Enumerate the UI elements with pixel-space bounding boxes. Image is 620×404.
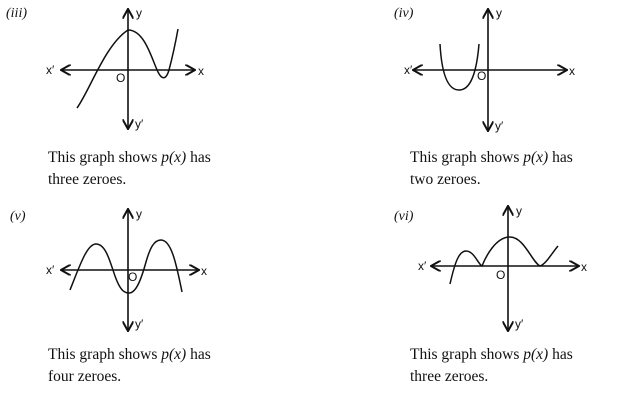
- function-name: p(x): [523, 149, 549, 166]
- y-neg-label: y′: [135, 117, 144, 131]
- x-neg-label: x′: [418, 259, 427, 273]
- x-label: x: [201, 264, 207, 278]
- caption-text: has: [186, 346, 211, 363]
- y-label: y: [496, 6, 502, 20]
- graph-vi: (vi) x′ x y y′ O: [394, 204, 587, 331]
- caption-text: has: [548, 149, 573, 166]
- caption-text: This graph shows: [410, 346, 524, 363]
- graph-iv: (iv) x′ x y y′ O: [394, 6, 575, 133]
- y-label: y: [136, 207, 142, 221]
- x-label: x: [198, 64, 204, 78]
- caption-zeroes: two zeroes.: [410, 171, 481, 188]
- graph-v: (v) x′ x y y′ O: [10, 207, 207, 331]
- y-label: y: [516, 204, 522, 218]
- function-name: p(x): [523, 346, 549, 363]
- graph-iii: (iii) x′ x y y′ O: [6, 6, 204, 131]
- x-neg-label: x′: [46, 63, 55, 77]
- curve: [76, 28, 179, 109]
- panel-number: (vi): [394, 209, 414, 224]
- y-neg-label: y′: [515, 317, 524, 331]
- caption-text: This graph shows: [48, 346, 162, 363]
- x-neg-label: x′: [404, 63, 413, 77]
- caption-iv: This graph shows p(x) has two zeroes.: [410, 147, 573, 191]
- function-name: p(x): [161, 346, 187, 363]
- x-label: x: [569, 64, 575, 78]
- caption-vi: This graph shows p(x) has three zeroes.: [410, 344, 573, 388]
- caption-v: This graph shows p(x) has four zeroes.: [48, 344, 211, 388]
- curve: [449, 236, 559, 285]
- caption-text: This graph shows: [410, 149, 524, 166]
- x-label: x: [581, 260, 587, 274]
- caption-iii: This graph shows p(x) has three zeroes.: [48, 147, 211, 191]
- origin-label: O: [116, 71, 125, 85]
- panel-number: (v): [10, 209, 26, 224]
- function-name: p(x): [161, 149, 187, 166]
- origin-label: O: [128, 270, 137, 284]
- caption-text: has: [548, 346, 573, 363]
- y-neg-label: y′: [495, 119, 504, 133]
- caption-zeroes: three zeroes.: [48, 171, 127, 188]
- curve: [69, 239, 183, 294]
- caption-text: This graph shows: [48, 149, 162, 166]
- caption-zeroes: three zeroes.: [410, 368, 489, 385]
- x-neg-label: x′: [46, 263, 55, 277]
- panel-number: (iv): [394, 6, 414, 21]
- caption-text: has: [186, 149, 211, 166]
- curve: [439, 43, 480, 91]
- origin-label: O: [496, 268, 505, 282]
- caption-zeroes: four zeroes.: [48, 368, 122, 385]
- origin-label: O: [477, 69, 486, 83]
- y-neg-label: y′: [135, 317, 144, 331]
- y-label: y: [136, 6, 142, 20]
- panel-number: (iii): [6, 6, 27, 21]
